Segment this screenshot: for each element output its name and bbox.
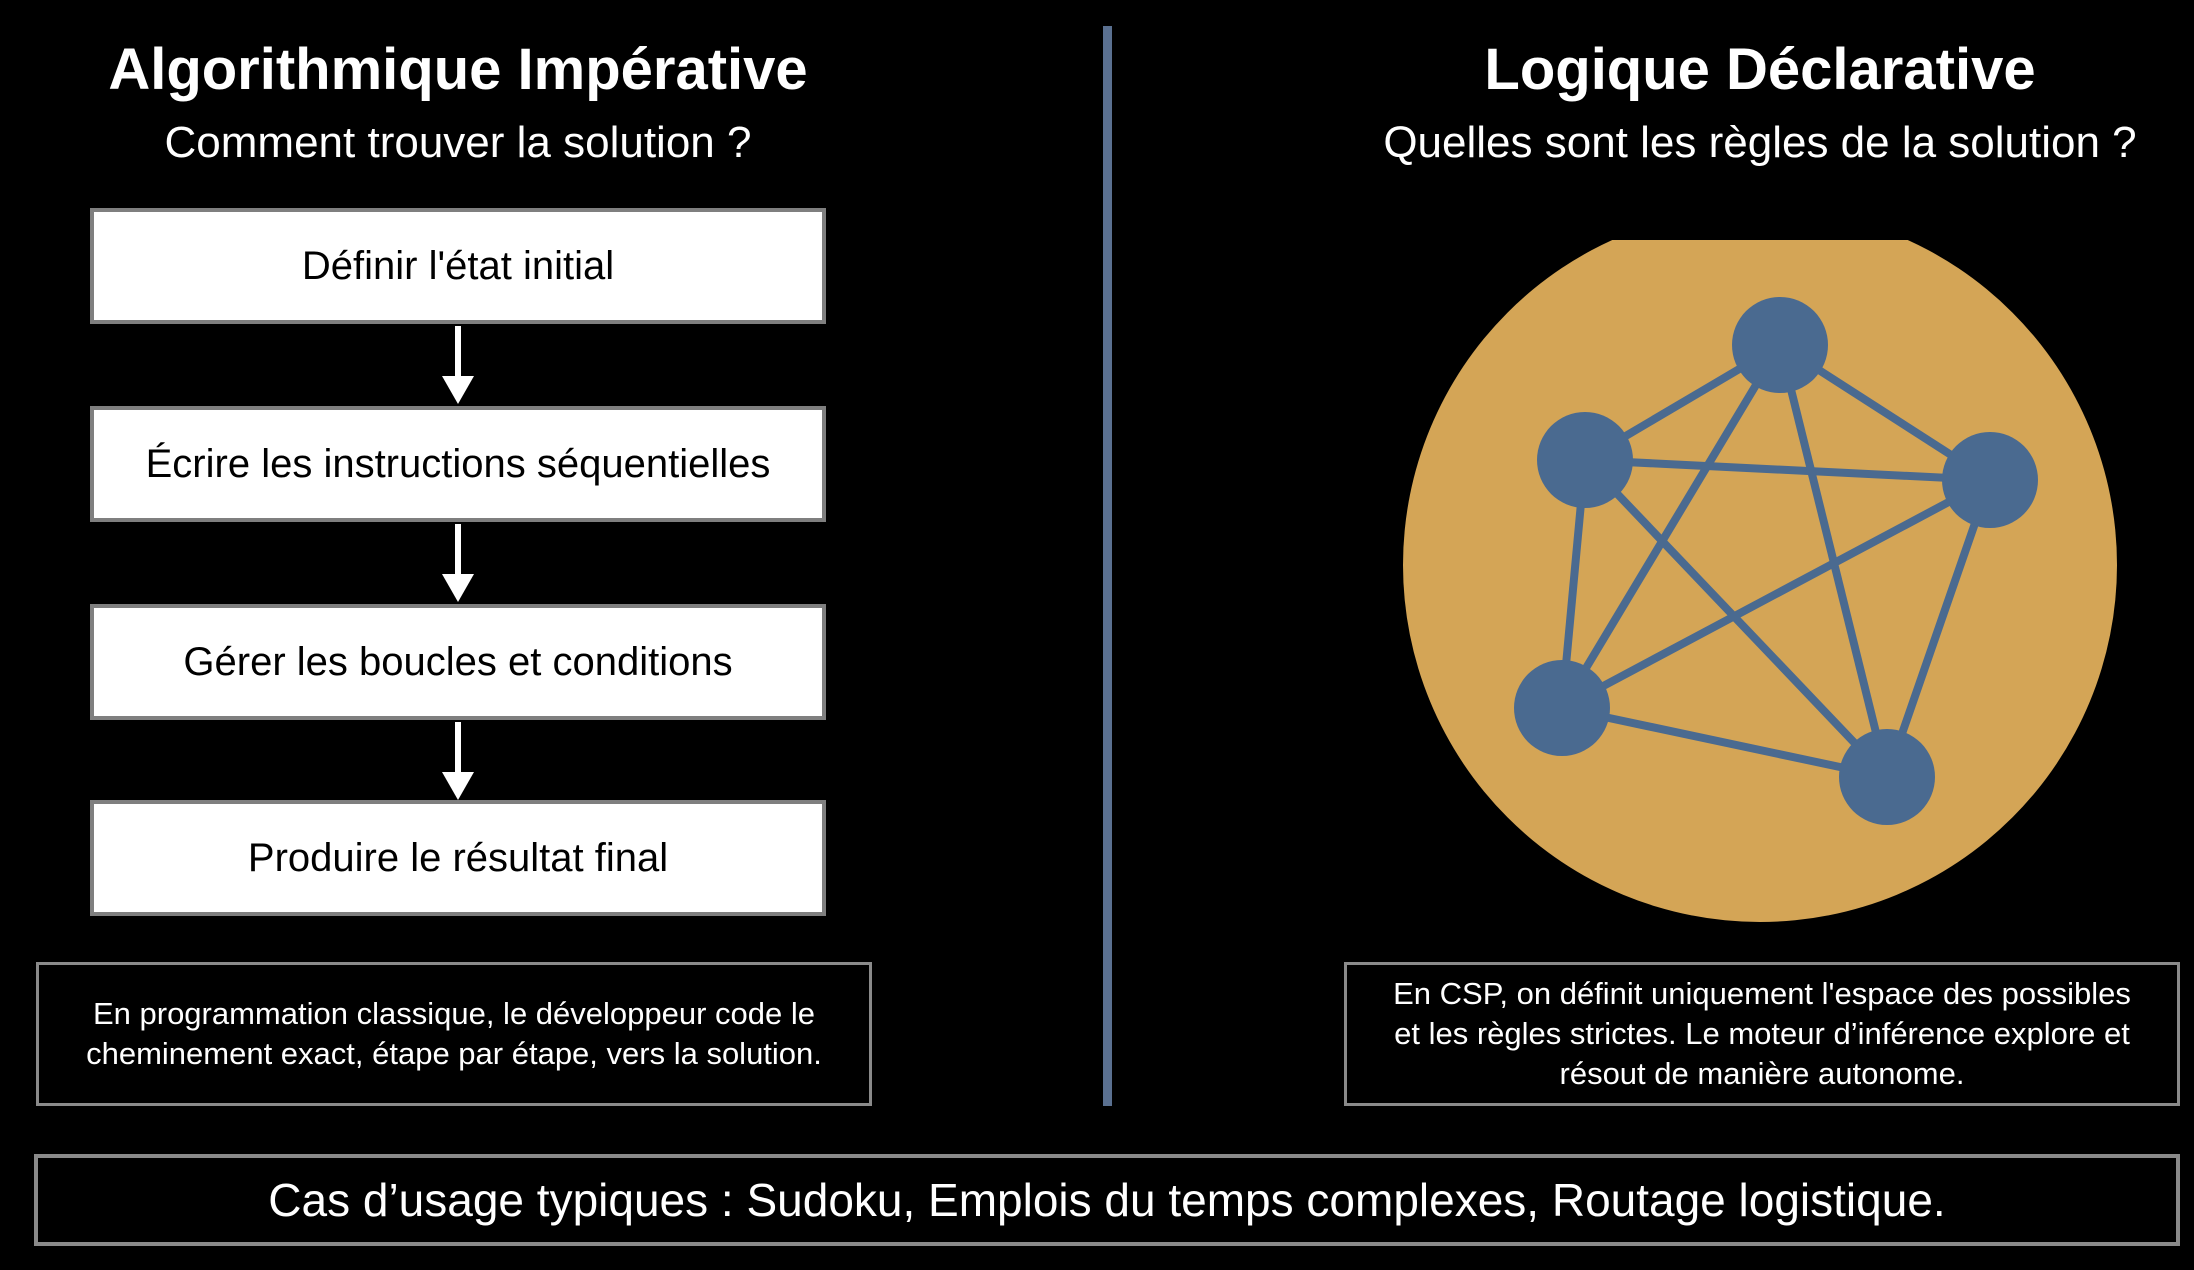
left-subtitle: Comment trouver la solution ? [164, 118, 752, 167]
graph-node [1514, 660, 1610, 756]
right-note-line: En CSP, on définit uniquement l'espace d… [1393, 976, 2131, 1011]
graph-edge [1584, 456, 1991, 484]
right-subtitle: Quelles sont les règles de la solution ? [1383, 118, 2137, 167]
graph-node [1537, 412, 1633, 508]
flow-step-4: Produire le résultat final [90, 800, 826, 916]
down-arrow-icon [442, 524, 474, 602]
left-note-line: En programmation classique, le développe… [92, 996, 816, 1031]
graph-edge [1561, 704, 1888, 781]
column-divider [1103, 26, 1112, 1106]
graph-edge [1560, 476, 1992, 712]
right-note-line: résout de manière autonome. [1559, 1056, 1965, 1091]
flow-step-1: Définir l'état initial [90, 208, 826, 324]
right-note-line: et les règles strictes. Le moteur d’infé… [1394, 1016, 2130, 1051]
down-arrow-icon [442, 326, 474, 404]
graph-edge [1883, 478, 1994, 779]
graph-node [1732, 297, 1828, 393]
graph-node [1839, 729, 1935, 825]
graph-node [1942, 432, 2038, 528]
flow-step-2: Écrire les instructions séquentielles [90, 406, 826, 522]
use-cases-banner: Cas d’usage typiques : Sudoku, Emplois d… [34, 1154, 2180, 1246]
graph-edge [1558, 342, 1784, 711]
constraint-graph [1403, 240, 2117, 922]
right-note: En CSP, on définit uniquement l'espace d… [1344, 962, 2180, 1106]
flow-step-3: Gérer les boucles et conditions [90, 604, 826, 720]
left-title: Algorithmique Impérative [108, 37, 808, 102]
down-arrow-icon [442, 722, 474, 800]
left-note: En programmation classique, le développe… [36, 962, 872, 1106]
left-note-line: cheminement exact, étape par étape, vers… [86, 1036, 822, 1071]
right-title: Logique Déclarative [1484, 37, 2036, 102]
